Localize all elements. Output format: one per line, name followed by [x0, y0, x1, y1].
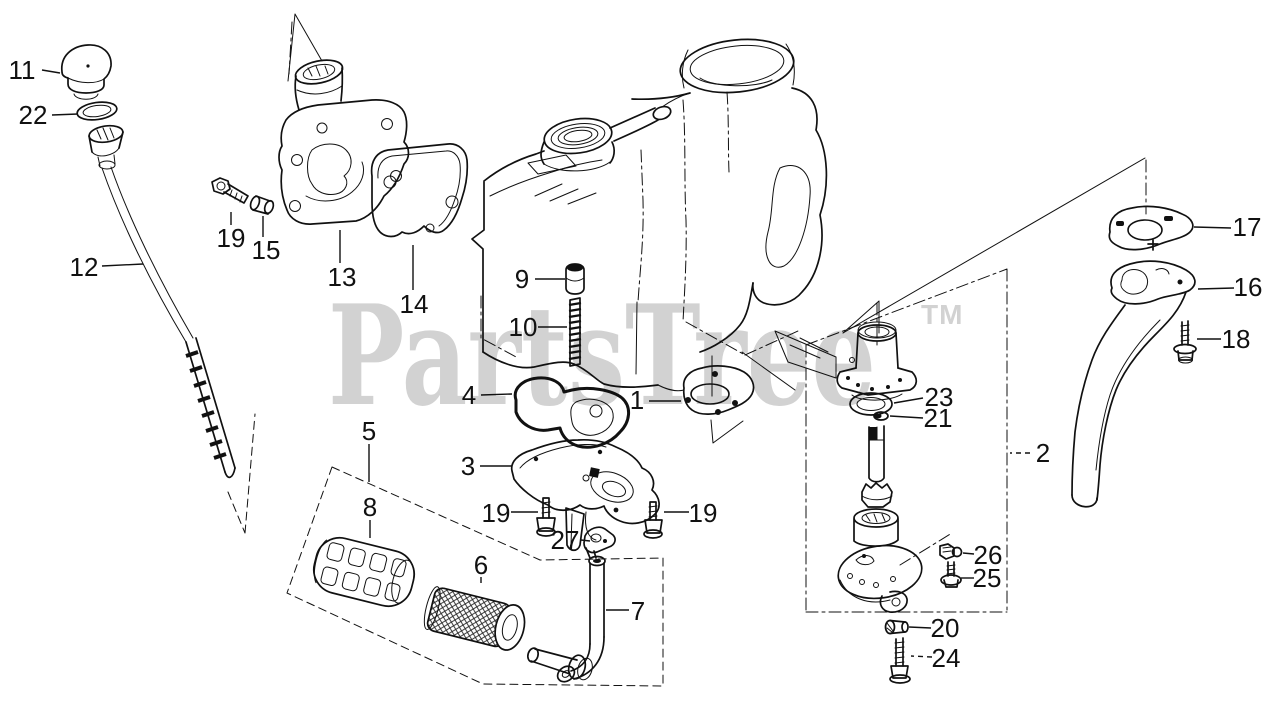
callout-label-26: 26: [974, 540, 1003, 570]
callout-label-24: 24: [932, 643, 961, 673]
part-12-dipstick-drawing: [88, 124, 256, 534]
callout-label-19: 19: [689, 498, 718, 528]
pointer-lines-right: [842, 157, 1147, 346]
part-4-pump-gasket-drawing: [513, 376, 630, 449]
callout-label-11: 11: [9, 55, 36, 85]
part-19-bolt-top-drawing: [211, 177, 249, 204]
part-20-plug-drawing: [884, 619, 909, 635]
callout-label-4: 4: [462, 380, 476, 410]
pointer-flag-top: [287, 13, 323, 82]
watermark-tm-mark: TM: [921, 299, 963, 330]
callout-label-2: 2: [1036, 438, 1050, 468]
part-11-cap-drawing: [61, 44, 112, 100]
callout-label-3: 3: [461, 451, 475, 481]
callout-leader-21: [889, 415, 924, 419]
part-16-oil-suction-pipe-drawing: [1071, 260, 1196, 508]
callout-label-12: 12: [70, 252, 99, 282]
part-1-mount-gasket-drawing: [682, 355, 755, 444]
callout-label-7: 7: [631, 596, 645, 626]
callout-label-20: 20: [931, 613, 960, 643]
part-13-breather-cover-drawing: [278, 59, 410, 225]
part-8-roller-grip-drawing: [312, 536, 416, 608]
callout-label-18: 18: [1222, 324, 1251, 354]
callout-label-10: 10: [509, 312, 538, 342]
callout-label-21: 21: [924, 403, 953, 433]
callout-label-17: 17: [1233, 212, 1262, 242]
part-pump-plate-drawing: [837, 532, 953, 613]
part-9-dowel-pin-drawing: [565, 263, 585, 295]
part-24-bolt-drawing: [889, 637, 911, 684]
part-15-collar-drawing: [249, 195, 275, 215]
callout-label-8: 8: [363, 492, 377, 522]
assembly-box-5: [286, 466, 664, 687]
callout-leader-12: [101, 263, 144, 267]
part-10-stud-bolt-drawing: [568, 297, 582, 367]
part-7-oil-pipe-elbow-drawing: [526, 555, 606, 683]
part-19-bolt-left-drawing: [536, 497, 556, 537]
callout-label-5: 5: [362, 416, 376, 446]
callout-label-25: 25: [973, 563, 1002, 593]
part-14-cover-gasket-drawing: [370, 143, 469, 238]
callout-leader-24: [910, 655, 933, 658]
crankcase-outline-drawing: [471, 38, 837, 397]
callout-leader-22: [51, 113, 79, 116]
part-3-oil-pump-body-drawing: [510, 438, 660, 552]
callout-leader-23: [893, 397, 924, 404]
part-21-pin-drawing: [873, 411, 889, 421]
callout-label-1: 1: [630, 385, 644, 415]
callout-leader-17: [1193, 226, 1232, 229]
part-25-bolt-drawing: [940, 561, 962, 588]
callout-label-19: 19: [482, 498, 511, 528]
callout-label-19: 19: [217, 223, 246, 253]
part-27-clamp-drawing: [583, 526, 616, 559]
callout-label-15: 15: [252, 235, 281, 265]
assembly-box-2: [805, 268, 1008, 613]
callout-label-16: 16: [1234, 272, 1263, 302]
callout-leader-26: [962, 552, 975, 555]
part-19-bolt-right-drawing: [643, 501, 663, 539]
callout-leader-11: [41, 69, 61, 74]
callout-label-22: 22: [19, 100, 48, 130]
callout-leader-4: [480, 393, 513, 396]
part-pump-shaft-drawing: [868, 425, 885, 483]
callout-label-9: 9: [515, 264, 529, 294]
callout-label-23: 23: [925, 382, 954, 412]
callout-leader-16: [1197, 287, 1235, 290]
part-pump-rotor-drawing: [853, 508, 899, 547]
callout-leader-27: [580, 539, 591, 542]
callout-leader-20: [908, 626, 932, 629]
part-22-seal-ring-drawing: [76, 101, 118, 121]
part-23-o-ring-drawing: [849, 392, 893, 416]
callout-label-13: 13: [328, 262, 357, 292]
callout-label-6: 6: [474, 550, 488, 580]
callout-label-14: 14: [400, 289, 429, 319]
callout-label-27: 27: [551, 525, 580, 555]
part-26-nut-washer-drawing: [939, 543, 963, 560]
part-castle-nut-drawing: [861, 482, 893, 508]
part-6-oil-filter-screen-drawing: [423, 586, 526, 651]
part-17-pipe-gasket-drawing: [1108, 205, 1194, 251]
part-pump-housing-drawing: [836, 321, 918, 401]
part-18-bolt-drawing: [1173, 320, 1197, 364]
